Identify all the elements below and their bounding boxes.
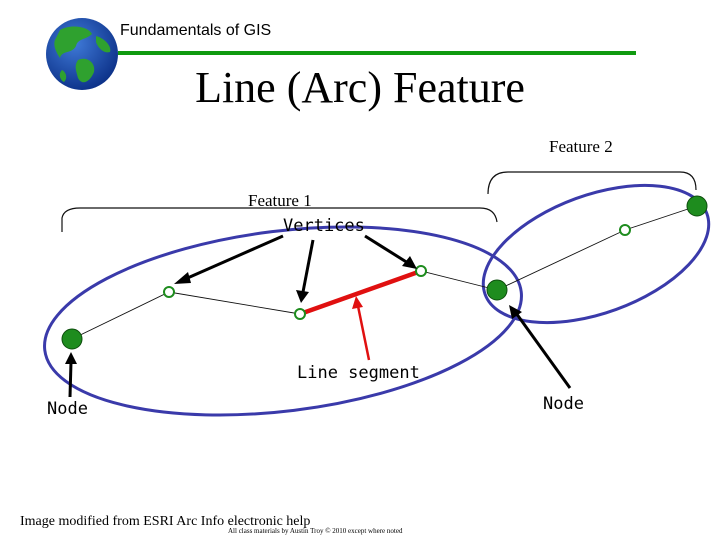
feature1-ellipse [43, 225, 523, 417]
vertex-arrow [301, 239, 315, 293]
feature2-label: Feature 2 [549, 137, 613, 156]
node-arrowhead [509, 305, 522, 319]
vertex [619, 224, 631, 236]
node [486, 279, 508, 301]
node-right-label: Node [543, 394, 584, 414]
feature2-ellipse [481, 183, 711, 325]
feature1-line [71, 270, 498, 340]
vertex-arrowhead [296, 290, 309, 303]
line-segment [299, 268, 422, 317]
vertex-arrow [364, 234, 409, 265]
feature2-line [496, 205, 698, 291]
vertex [415, 265, 427, 277]
node-arrow [514, 312, 572, 389]
image-credit: Image modified from ESRI Arc Info electr… [20, 514, 311, 529]
node-left-label: Node [47, 399, 88, 419]
line-segment-label: Line segment [297, 363, 420, 383]
vertex-arrowhead [174, 272, 191, 284]
segment-arrowhead [352, 296, 363, 309]
course-title: Fundamentals of GIS [120, 22, 272, 39]
node-arrowhead [65, 352, 77, 364]
vertex-arrowhead [402, 256, 417, 269]
node [61, 328, 83, 350]
vertices-label: Vertices [283, 216, 365, 236]
node-arrow [68, 361, 73, 398]
feature1-bracket [61, 207, 498, 232]
copyright-note: All class materials by Austin Troy © 201… [228, 527, 403, 535]
vertex [163, 286, 175, 298]
node [686, 195, 708, 217]
header-rule [118, 51, 636, 55]
slide-title: Line (Arc) Feature [195, 63, 525, 112]
vertex [294, 308, 306, 320]
feature1-label: Feature 1 [248, 191, 312, 210]
segment-arrow [356, 305, 371, 361]
feature2-bracket [487, 171, 697, 195]
vertex-arrow [182, 234, 284, 282]
